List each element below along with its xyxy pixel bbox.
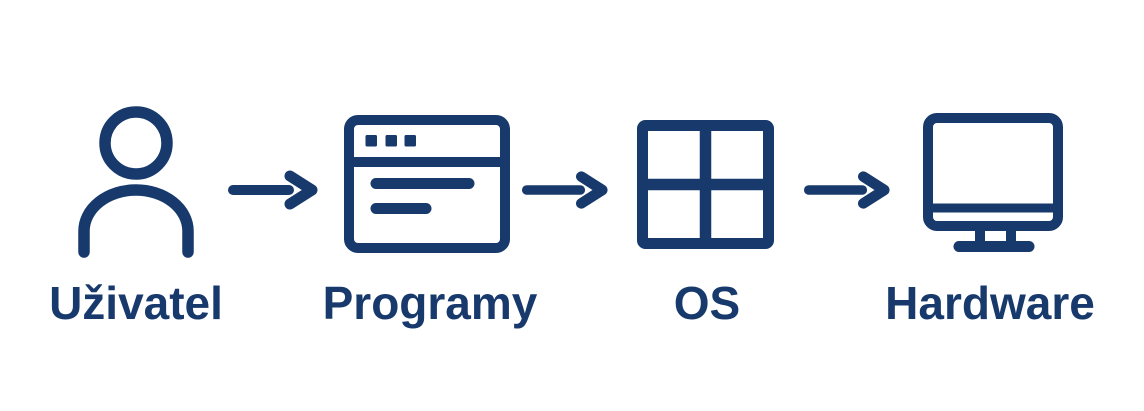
monitor-icon [923, 113, 1063, 253]
node-label-hardware: Hardware [885, 277, 1095, 329]
arrow-right-icon [227, 168, 319, 212]
browser-window-icon [344, 115, 510, 253]
window-grid-icon [637, 120, 774, 249]
node-label-programs: Programy [322, 277, 538, 329]
node-label-os: OS [673, 277, 741, 329]
node-label-user: Uživatel [49, 277, 223, 329]
user-icon [72, 105, 200, 258]
arrow-right-icon [521, 168, 609, 212]
arrow-right-icon [803, 168, 891, 212]
